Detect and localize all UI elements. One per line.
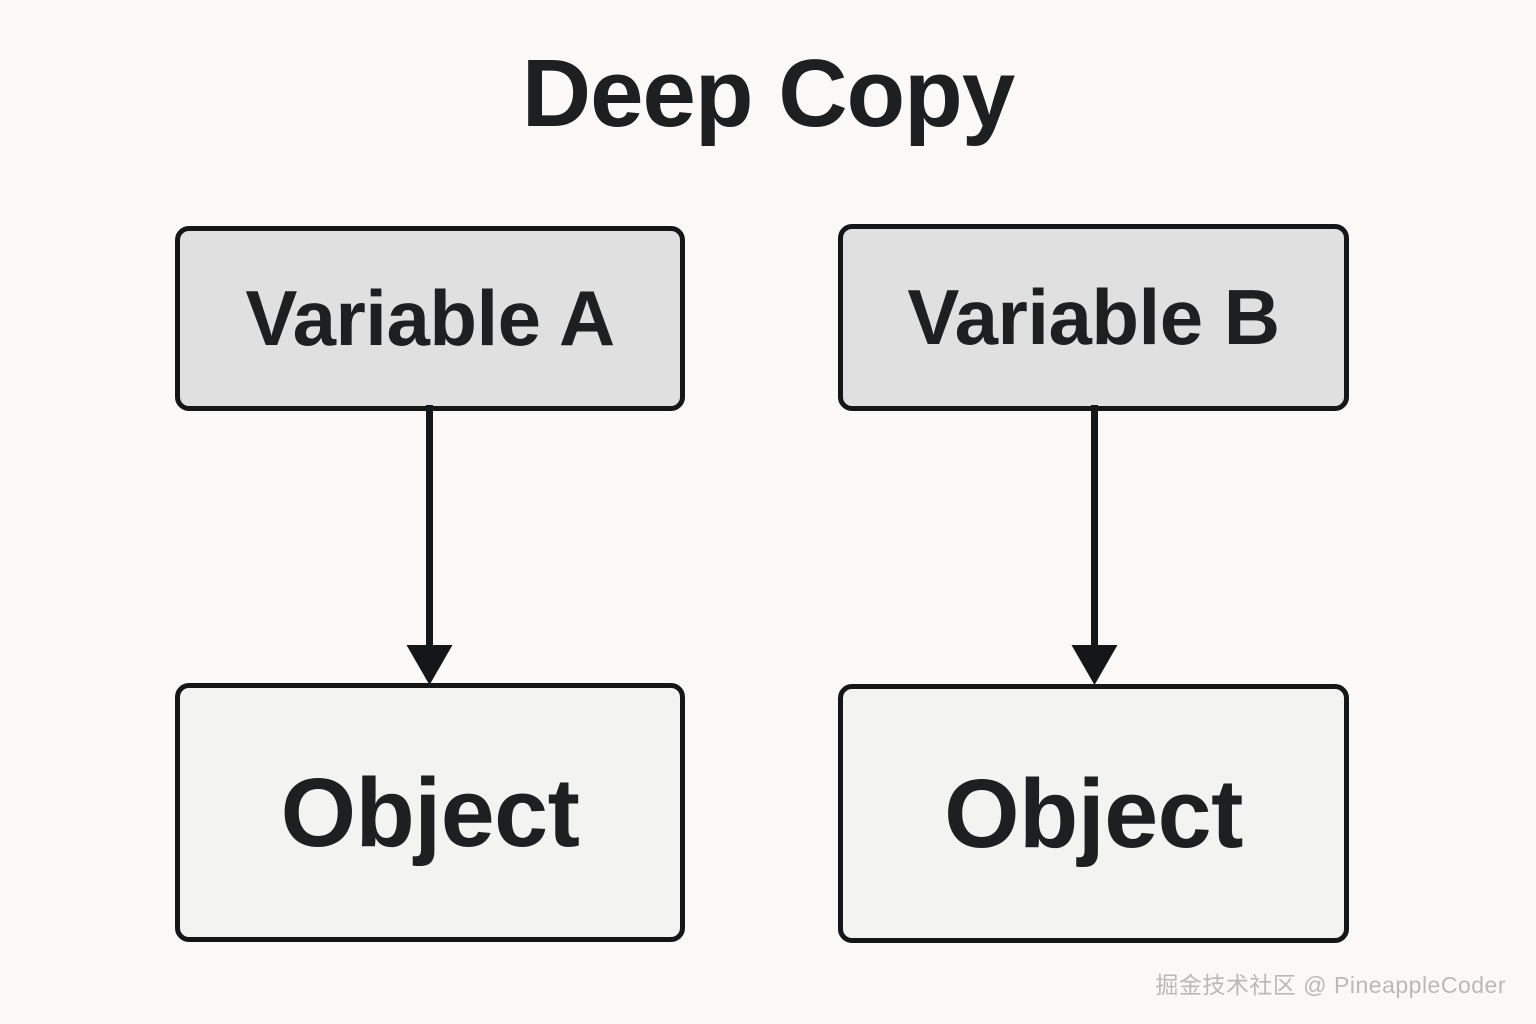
- node-object-a[interactable]: Object: [175, 683, 685, 942]
- arrow-variable-b-to-object-b: [1071, 405, 1118, 685]
- node-object-b[interactable]: Object: [838, 684, 1349, 943]
- node-variable-a[interactable]: Variable A: [175, 226, 685, 411]
- node-variable-b[interactable]: Variable B: [838, 224, 1349, 411]
- node-variable-a-label: Variable A: [245, 274, 615, 362]
- node-object-b-label: Object: [944, 758, 1243, 868]
- page-title: Deep Copy: [521, 40, 1015, 147]
- node-object-a-label: Object: [280, 757, 580, 867]
- arrow-variable-a-to-object-a: [406, 405, 453, 685]
- watermark-text: 掘金技术社区 @ PineappleCoder: [1155, 972, 1506, 998]
- node-variable-b-label: Variable B: [907, 273, 1280, 361]
